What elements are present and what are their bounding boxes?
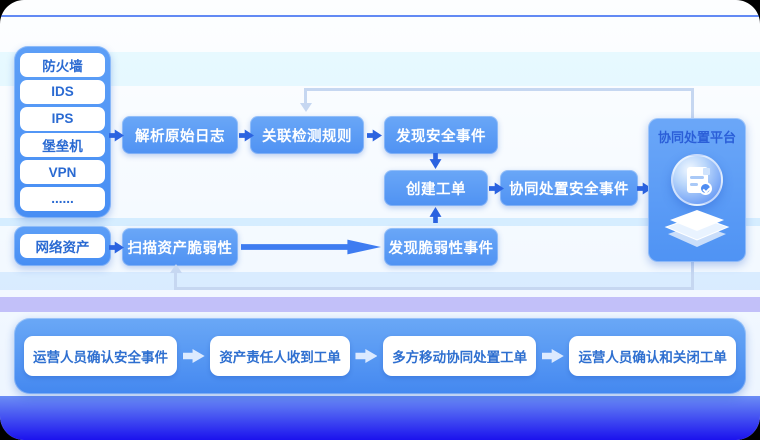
arrow-up-icon xyxy=(429,207,442,223)
check-icon xyxy=(698,182,712,195)
purple-artifact-band xyxy=(0,297,760,312)
node-collab-handle-events: 协同处置安全事件 xyxy=(500,170,638,206)
arrow-right-icon xyxy=(355,348,378,364)
feedback-line-bottom xyxy=(174,287,694,290)
source-item-firewall: 防火墙 xyxy=(20,53,105,77)
arrow-right-icon xyxy=(367,129,382,142)
stack-layers-icon xyxy=(664,210,730,253)
step-owner-receives-ticket: 资产责任人收到工单 xyxy=(210,336,350,376)
arrow-up-icon xyxy=(170,264,182,273)
platform-title: 协同处置平台 xyxy=(657,130,736,145)
node-find-security-events: 发现安全事件 xyxy=(384,116,498,154)
source-item-ids: IDS xyxy=(20,79,105,104)
step-mobile-collab-handle-ticket: 多方移动协同处置工单 xyxy=(383,336,537,376)
node-create-ticket: 创建工单 xyxy=(384,170,488,206)
arrow-right-icon xyxy=(109,241,124,254)
bottom-blue-band xyxy=(0,396,760,440)
background-wash xyxy=(0,218,760,226)
source-item-ips: IPS xyxy=(20,106,105,131)
document-icon xyxy=(686,167,712,195)
bottom-workflow-banner: 运营人员确认安全事件 资产责任人收到工单 多方移动协同处置工单 运营人员确认和关… xyxy=(14,318,746,394)
ticket-check-icon xyxy=(671,154,723,206)
feedback-line-top xyxy=(304,88,307,104)
step-confirm-close-ticket: 运营人员确认和关闭工单 xyxy=(569,336,736,376)
arrow-right-icon xyxy=(541,348,564,364)
source-item-vpn: VPN xyxy=(20,160,105,185)
arrow-right-icon xyxy=(109,129,124,142)
feedback-line-top xyxy=(304,88,694,91)
node-parse-logs: 解析原始日志 xyxy=(122,116,238,154)
platform-panel: 协同处置平台 xyxy=(648,118,746,262)
arrow-right-icon xyxy=(239,129,254,142)
network-assets-panel: 网络资产 xyxy=(14,226,111,266)
network-assets-label: 网络资产 xyxy=(20,234,105,258)
background-wash xyxy=(0,52,760,86)
document-line xyxy=(689,183,698,186)
node-scan-vulnerability: 扫描资产脆弱性 xyxy=(122,228,238,266)
log-sources-panel: 防火墙 IDS IPS 堡垒机 VPN ...... xyxy=(14,46,111,218)
arrow-right-icon xyxy=(637,182,652,195)
source-item-ellipsis: ...... xyxy=(20,186,105,211)
step-confirm-security-event: 运营人员确认安全事件 xyxy=(24,336,177,376)
arrow-right-icon xyxy=(489,182,504,195)
feedback-line-bottom xyxy=(174,273,177,289)
document-line xyxy=(689,176,704,179)
document-fold xyxy=(702,168,710,175)
node-find-vulnerability-events: 发现脆弱性事件 xyxy=(384,228,498,266)
node-correlate-rules: 关联检测规则 xyxy=(250,116,364,154)
source-item-bastion: 堡垒机 xyxy=(20,133,105,158)
feedback-line-top xyxy=(691,88,694,118)
arrow-right-icon xyxy=(182,348,205,364)
top-accent-line xyxy=(0,15,760,17)
arrow-down-icon xyxy=(300,103,312,112)
long-arrow-right-icon xyxy=(241,239,381,255)
feedback-line-bottom xyxy=(691,262,694,290)
arrow-down-icon xyxy=(429,153,442,169)
background-wash xyxy=(0,272,760,290)
